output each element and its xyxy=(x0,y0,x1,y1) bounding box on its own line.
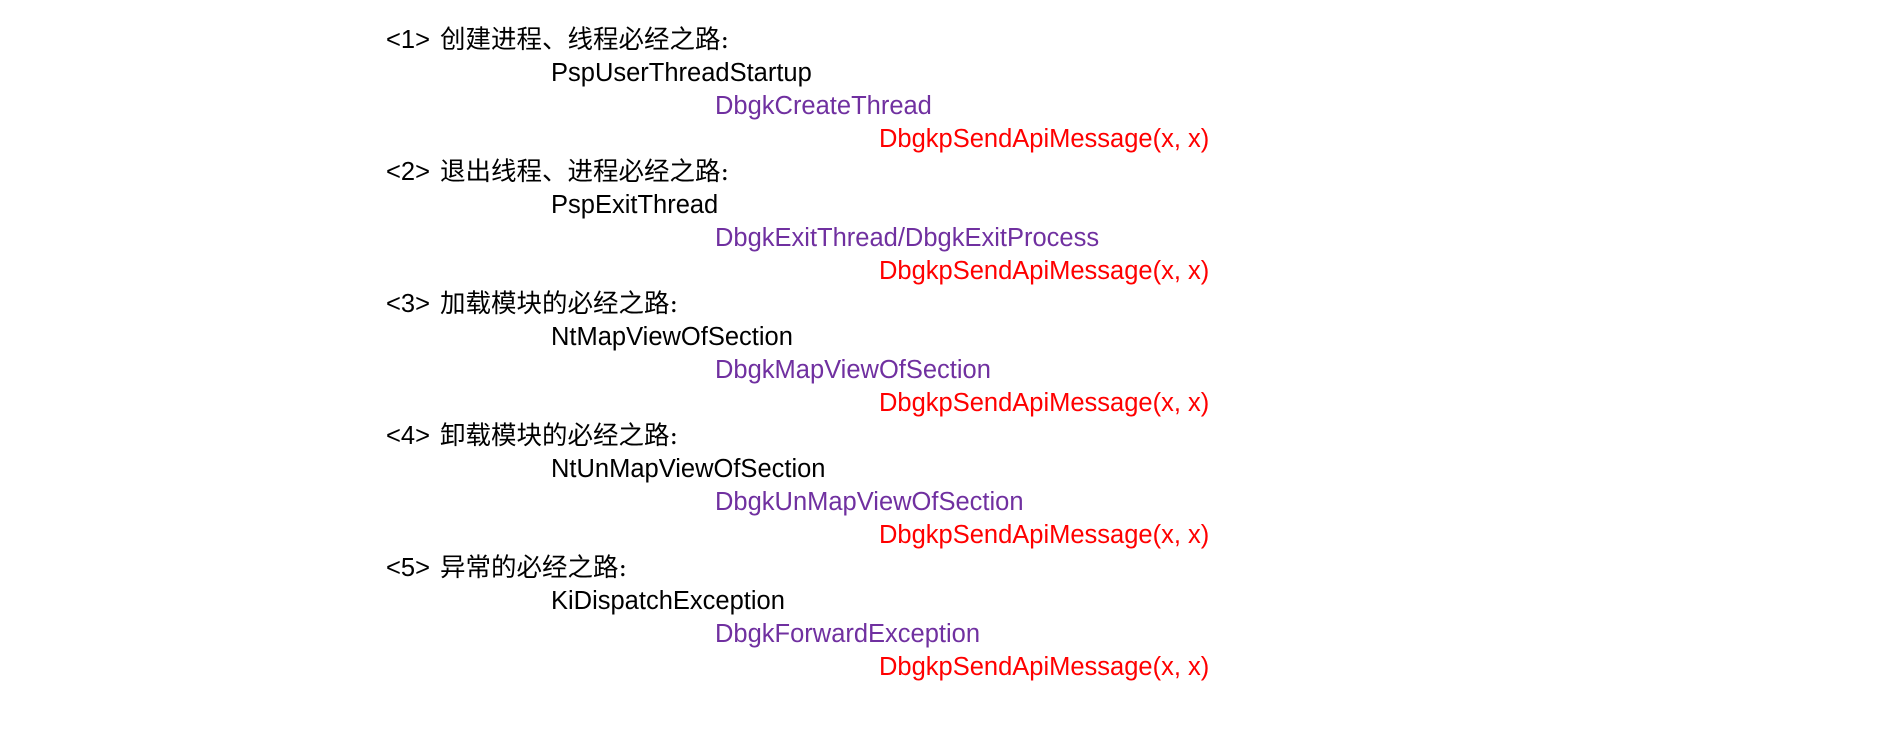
function-level-1: PspUserThreadStartup xyxy=(551,59,812,87)
function-level-2: DbgkUnMapViewOfSection xyxy=(715,488,1024,516)
function-level-1: NtMapViewOfSection xyxy=(551,323,793,351)
function-level-3: DbgkpSendApiMessage(x, x) xyxy=(879,257,1210,285)
section-2: <2> 退出线程、进程必经之路: PspExitThread DbgkExitTh… xyxy=(386,156,1586,288)
function-level-2: DbgkExitThread/DbgkExitProcess xyxy=(715,224,1100,252)
function-level-1: PspExitThread xyxy=(551,191,719,219)
function-level-2: DbgkMapViewOfSection xyxy=(715,356,991,384)
function-level-2: DbgkForwardException xyxy=(715,620,981,648)
document-body: <1> 创建进程、线程必经之路: PspUserThreadStartup Dbg… xyxy=(386,24,1586,684)
section-heading: <4> 卸载模块的必经之路: xyxy=(386,420,1586,453)
function-level-3: DbgkpSendApiMessage(x, x) xyxy=(879,653,1210,681)
section-number: <2> xyxy=(386,158,430,186)
section-title: 异常的必经之路: xyxy=(439,553,628,583)
section-number: <1> xyxy=(386,26,430,54)
section-number: <3> xyxy=(386,290,430,318)
section-title: 创建进程、线程必经之路: xyxy=(439,25,730,55)
section-title: 退出线程、进程必经之路: xyxy=(439,157,730,187)
function-level-3: DbgkpSendApiMessage(x, x) xyxy=(879,521,1210,549)
section-title: 卸载模块的必经之路: xyxy=(439,421,679,451)
section-5: <5> 异常的必经之路: KiDispatchException DbgkForw… xyxy=(386,552,1586,684)
function-level-3: DbgkpSendApiMessage(x, x) xyxy=(879,389,1210,417)
function-level-1: KiDispatchException xyxy=(551,587,785,615)
section-1: <1> 创建进程、线程必经之路: PspUserThreadStartup Dbg… xyxy=(386,24,1586,156)
section-heading: <5> 异常的必经之路: xyxy=(386,552,1586,585)
function-level-2: DbgkCreateThread xyxy=(715,92,932,120)
section-number: <5> xyxy=(386,554,430,582)
section-heading: <2> 退出线程、进程必经之路: xyxy=(386,156,1586,189)
function-level-1: NtUnMapViewOfSection xyxy=(551,455,826,483)
section-4: <4> 卸载模块的必经之路: NtUnMapViewOfSection DbgkU… xyxy=(386,420,1586,552)
section-title: 加载模块的必经之路: xyxy=(439,289,679,319)
section-heading: <3> 加载模块的必经之路: xyxy=(386,288,1586,321)
section-number: <4> xyxy=(386,422,430,450)
section-heading: <1> 创建进程、线程必经之路: xyxy=(386,24,1586,57)
function-level-3: DbgkpSendApiMessage(x, x) xyxy=(879,125,1210,153)
section-3: <3> 加载模块的必经之路: NtMapViewOfSection DbgkMap… xyxy=(386,288,1586,420)
